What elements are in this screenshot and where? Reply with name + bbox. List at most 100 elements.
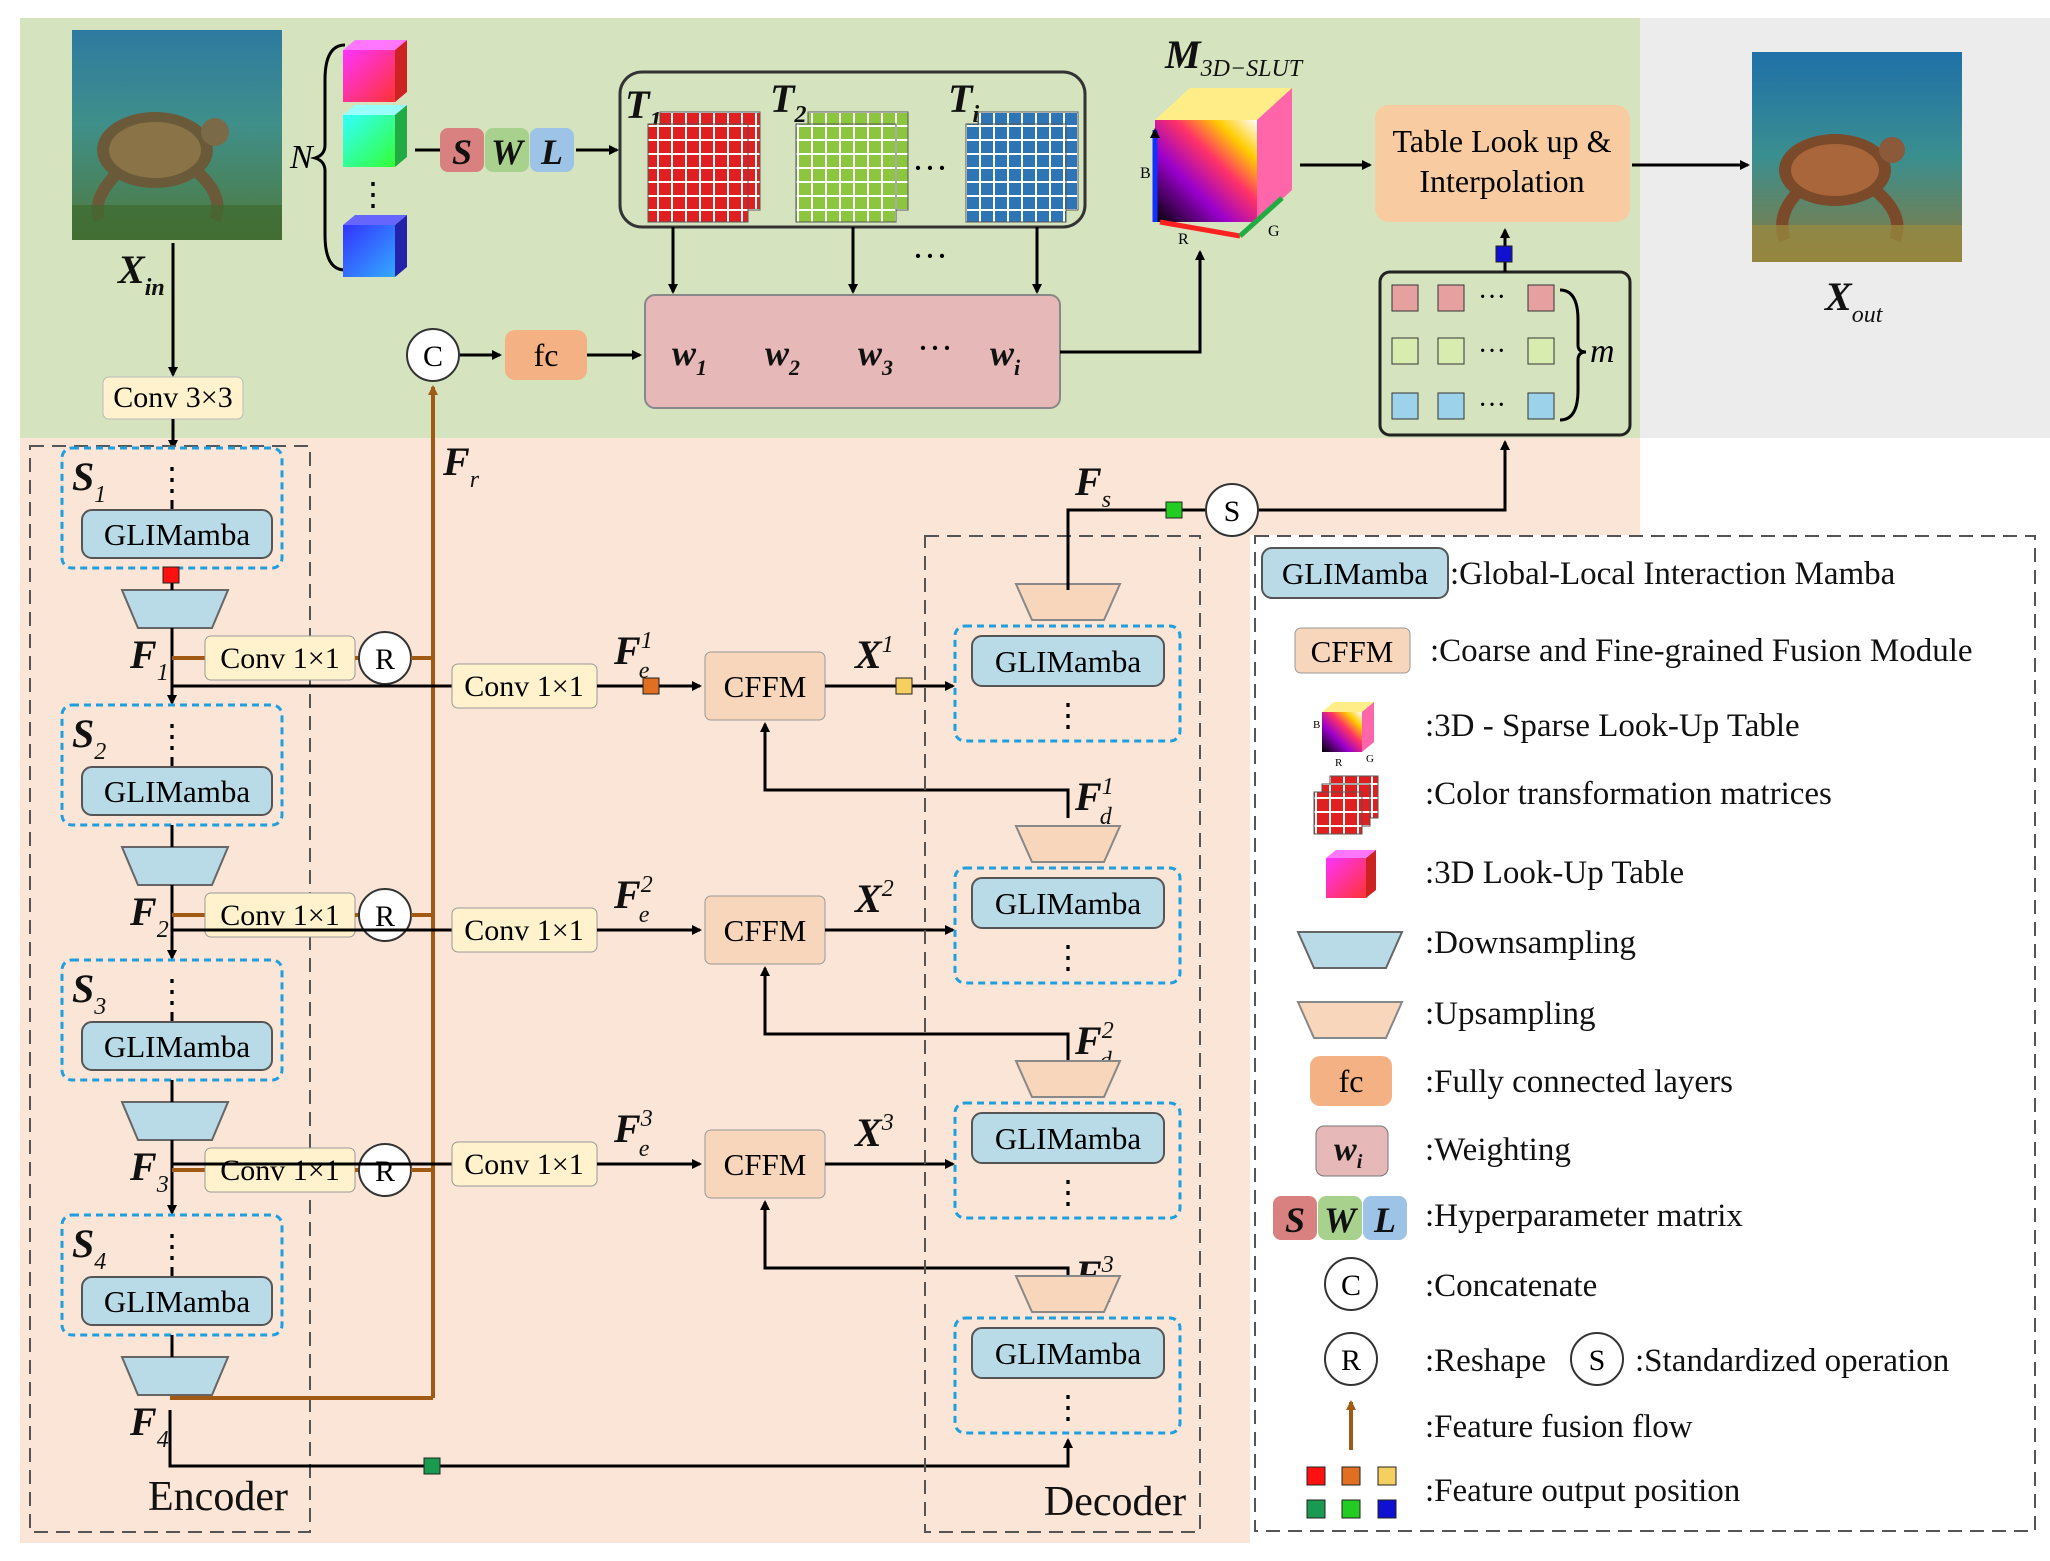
decoder-glimamba-block (971, 877, 1165, 929)
legend-text-up: :Upsampling (1425, 996, 1596, 1032)
legend-standardize-label: S (1589, 1344, 1606, 1377)
legend-glimamba-label: GLIMamba (1282, 556, 1429, 591)
legend-text-swl: :Hyperparameter matrix (1425, 1198, 1743, 1234)
decoder-stage-frame (953, 1101, 1182, 1220)
upsampling-block (1014, 1060, 1122, 1098)
legend-reshape-label: R (1341, 1344, 1361, 1377)
encoder-title: Encoder (148, 1474, 288, 1520)
encoder-glimamba-label: GLIMamba (104, 1284, 251, 1319)
middle-conv1x1-label: Conv 1×1 (464, 1148, 583, 1181)
standardize-label: S (1224, 495, 1241, 528)
cffm-label: CFFM (724, 913, 807, 948)
n-label: N (289, 139, 315, 176)
upsampling-block (1014, 1275, 1122, 1313)
legend-text-S: :Standardized operation (1635, 1343, 1949, 1379)
cffm-label: CFFM (724, 669, 807, 704)
decoder-vertical-ellipsis: ⋮ (1052, 697, 1084, 733)
decoder-vertical-ellipsis: ⋮ (1052, 939, 1084, 975)
legend-fc-swatch (1310, 1056, 1392, 1106)
legend-reshape-icon (1324, 1332, 1378, 1386)
legend-upsampling-icon (1296, 1001, 1404, 1039)
marker-orange (642, 677, 660, 695)
t2-label: T2 (770, 76, 806, 128)
svg-text:W: W (1324, 1200, 1359, 1240)
legend-matrices-icon (1313, 775, 1379, 835)
lut-cube-cyan (343, 105, 407, 167)
concat-node (406, 328, 460, 382)
encoder-glimamba-label: GLIMamba (104, 1029, 251, 1064)
encoder-glimamba-block (81, 766, 273, 816)
matrix-red (647, 111, 761, 223)
stage-label: S4 (72, 1221, 106, 1275)
m-brace (1559, 288, 1587, 422)
marker-green (1165, 501, 1183, 519)
x-label: X3 (853, 1110, 894, 1155)
encoder-conv1x1-label: Conv 1×1 (220, 899, 339, 932)
marker-yellow (895, 677, 913, 695)
lut-cube-blue (343, 215, 407, 277)
upsampling-block (1014, 825, 1122, 863)
encoder-stage-frame (60, 1213, 284, 1337)
legend-text-flow: :Feature fusion flow (1425, 1409, 1693, 1445)
encoder-glimamba-block (81, 1021, 273, 1071)
legend-text-C: :Concatenate (1425, 1268, 1597, 1304)
svg-text:R: R (1335, 757, 1343, 769)
legend-fc-label: fc (1339, 1063, 1364, 1099)
weight-w1: w1 (672, 333, 707, 380)
legend-weighting-swatch (1315, 1125, 1389, 1177)
encoder-frame (29, 445, 311, 1533)
stage-label: S1 (72, 454, 106, 508)
conv3x3-label: Conv 3×3 (113, 381, 232, 414)
stage-vertical-ellipsis: ⋮ (156, 973, 188, 1009)
encoder-stage-frame (60, 446, 284, 570)
middle-conv1x1-label: Conv 1×1 (464, 914, 583, 947)
weight-w3: w3 (858, 333, 893, 380)
legend-cffm-label: CFFM (1311, 634, 1394, 669)
svg-text:W: W (491, 132, 526, 172)
legend-text-R: :Reshape (1425, 1343, 1546, 1379)
legend-text-pos: :Feature output position (1425, 1473, 1740, 1509)
reshape-label: R (375, 643, 395, 676)
legend-lut-icon (1326, 850, 1376, 898)
decoder-glimamba-label: GLIMamba (995, 1336, 1142, 1371)
cubes-ellipsis-3: ··· (1478, 390, 1506, 421)
ti-label: Ti (948, 76, 979, 128)
m-slut-label: M3D−SLUT (1164, 32, 1304, 82)
cubes-ellipsis-1: ··· (1478, 282, 1506, 313)
x-label: X1 (853, 632, 894, 677)
decoder-frame (924, 535, 1201, 1533)
weights-ellipsis: ··· (917, 328, 953, 368)
table-lookup-box (1375, 105, 1630, 222)
encoder-conv1x1-label: Conv 1×1 (220, 1154, 339, 1187)
legend-text-CFFM: :Coarse and Fine-grained Fusion Module (1430, 633, 1973, 669)
svg-text:G: G (1366, 753, 1374, 765)
legend-frame (1254, 535, 2036, 1532)
decoder-glimamba-block (971, 635, 1165, 687)
reshape-label: R (375, 900, 395, 933)
cubes-ellipsis-2: ··· (1478, 336, 1506, 367)
reshape-label: R (375, 1155, 395, 1188)
decoder-glimamba-label: GLIMamba (995, 1121, 1142, 1156)
downsampling-block (120, 1356, 230, 1396)
fs-label: Fs (1074, 459, 1111, 513)
downsampling-block (120, 846, 230, 886)
legend-concat-icon (1324, 1257, 1378, 1311)
n-brace (309, 43, 346, 272)
matrix-green (795, 111, 909, 223)
weight-w2: w2 (765, 333, 800, 380)
stage-label: S2 (72, 711, 106, 765)
decoder-glimamba-block (971, 1112, 1165, 1164)
legend-text-lut: :3D Look-Up Table (1425, 855, 1684, 891)
upsampling-block (1014, 583, 1122, 621)
matrix-blue (965, 111, 1079, 223)
lut-cube-magenta (343, 40, 407, 102)
matrices-ellipsis: ··· (912, 148, 948, 188)
m-label: m (1590, 333, 1615, 370)
legend-text-GLIMamba: :Global-Local Interaction Mamba (1450, 556, 1896, 592)
encoder-stage-frame (60, 703, 284, 827)
